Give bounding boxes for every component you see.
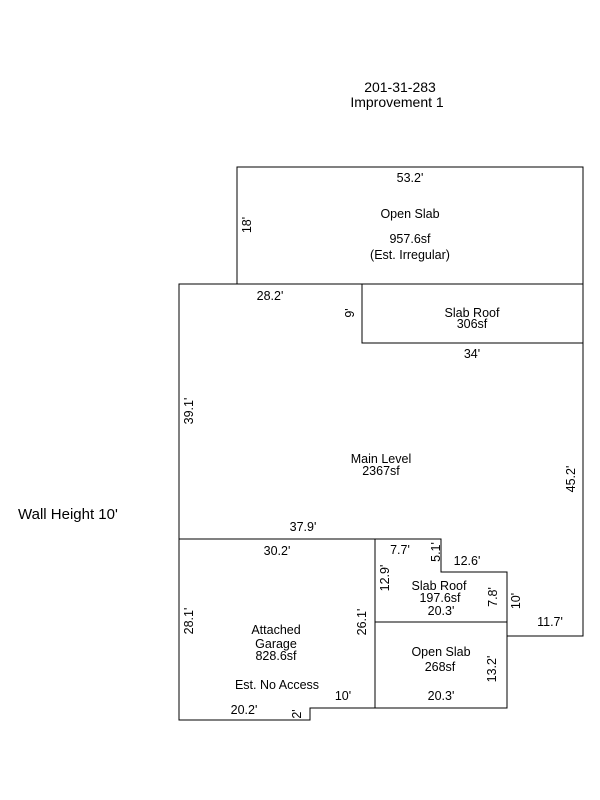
open-slab-top-name: Open Slab <box>380 207 439 221</box>
dim-20-3-b: 20.3' <box>428 689 455 703</box>
slab-roof-top-area: 306sf <box>457 317 488 331</box>
dim-26-1: 26.1' <box>355 609 369 636</box>
garage-name-line1: Attached <box>251 623 300 637</box>
open-slab-top-note: (Est. Irregular) <box>370 248 450 262</box>
dim-53-2: 53.2' <box>397 171 424 185</box>
dim-5-1: 5.1' <box>429 542 443 562</box>
dim-13-2: 13.2' <box>485 656 499 683</box>
dim-2: 2' <box>290 709 304 718</box>
dim-20-3-a: 20.3' <box>428 604 455 618</box>
dim-7-8: 7.8' <box>486 587 500 607</box>
dim-9: 9' <box>343 308 357 317</box>
dim-10-right: 10' <box>509 593 523 609</box>
garage-area: 828.6sf <box>255 649 297 663</box>
dim-39-1: 39.1' <box>182 398 196 425</box>
slab-roof-top-name: Slab Roof <box>445 306 500 320</box>
garage-note: Est. No Access <box>235 678 319 692</box>
dim-12-9: 12.9' <box>378 565 392 592</box>
garage-name-line2: Garage <box>255 637 297 651</box>
slab-roof-top-outline <box>361 283 584 344</box>
dim-28-1: 28.1' <box>182 608 196 635</box>
dim-45-2: 45.2' <box>564 466 578 493</box>
dim-34: 34' <box>464 347 480 361</box>
dim-11-7: 11.7' <box>537 615 563 629</box>
main-level-name: Main Level <box>351 452 411 466</box>
wall-height-label: Wall Height 10' <box>18 506 118 523</box>
slab-roof-bottom-area: 197.6sf <box>419 591 461 605</box>
open-slab-bottom-area: 268sf <box>425 660 456 674</box>
dim-37-9: 37.9' <box>290 520 317 534</box>
improvement-label: Improvement 1 <box>350 94 444 110</box>
dim-20-2: 20.2' <box>231 703 258 717</box>
dim-28-2: 28.2' <box>257 289 284 303</box>
main-level-area: 2367sf <box>362 464 400 478</box>
slab-roof-bottom-name: Slab Roof <box>412 579 467 593</box>
dim-18: 18' <box>240 217 254 233</box>
dim-7-7: 7.7' <box>390 543 410 557</box>
parcel-id: 201-31-283 <box>364 79 436 95</box>
dim-12-6: 12.6' <box>454 554 481 568</box>
open-slab-top-area: 957.6sf <box>389 232 431 246</box>
open-slab-bottom-outline <box>374 621 508 709</box>
open-slab-bottom-name: Open Slab <box>411 645 470 659</box>
dim-30-2: 30.2' <box>264 544 291 558</box>
dim-10-bottom: 10' <box>335 689 351 703</box>
